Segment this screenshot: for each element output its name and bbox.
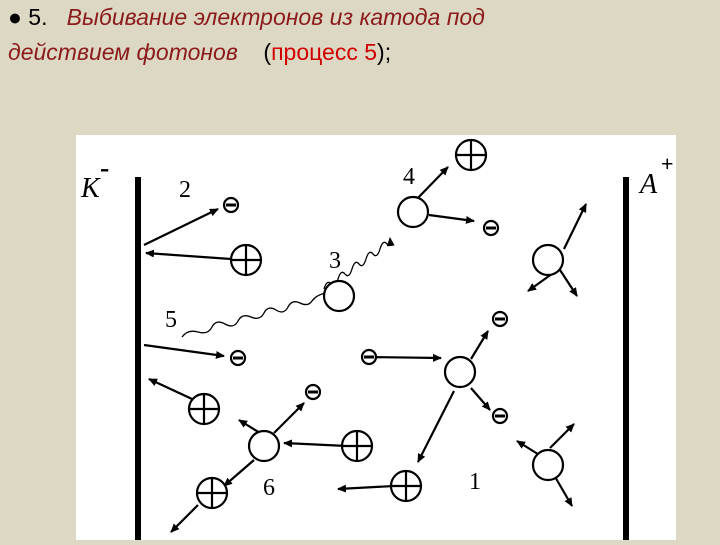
- electron-icon: [229, 349, 247, 367]
- process-word: процесс: [271, 39, 358, 65]
- process-number: 5: [364, 39, 378, 65]
- diagram-panel: K - A + 1 2 3 4 5 6: [76, 135, 676, 540]
- electron-icon: [222, 196, 240, 214]
- label-process-4: 4: [403, 164, 415, 190]
- label-process-1: 1: [469, 469, 481, 495]
- label-process-2: 2: [179, 177, 191, 203]
- label-process-5: 5: [165, 307, 177, 333]
- item-number: 5.: [28, 4, 48, 30]
- neutral-atom: [531, 243, 565, 277]
- electron-icon: [360, 348, 378, 366]
- title-line-1: Выбивание электронов из катода под: [66, 4, 485, 30]
- title-line-2: действием фотонов: [8, 39, 238, 65]
- positive-ion-icon: [187, 392, 221, 426]
- slide-heading: ● 5. Выбивание электронов из катода под …: [8, 0, 720, 70]
- positive-ion-icon: [229, 243, 263, 277]
- heading-line-2: действием фотонов (процесс 5);: [8, 35, 720, 70]
- neutral-atom: [322, 279, 356, 313]
- photon-path-5: [181, 292, 327, 338]
- electron-icon: [304, 383, 322, 401]
- paren-open: (: [263, 39, 272, 65]
- paren-close: );: [377, 39, 392, 65]
- anode-sign: +: [661, 151, 674, 176]
- electron-icon: [491, 407, 509, 425]
- anode-label: A: [638, 169, 658, 200]
- heading-line-1: ● 5. Выбивание электронов из катода под: [8, 0, 720, 35]
- label-process-3: 3: [329, 248, 341, 274]
- cathode-label: K: [80, 173, 101, 204]
- positive-ion-icon: [454, 138, 488, 172]
- electron-icon: [491, 310, 509, 328]
- neutral-atom: [531, 448, 565, 482]
- bullet-icon: ●: [8, 4, 22, 30]
- positive-ion-icon: [340, 429, 374, 463]
- positive-ion-icon: [195, 476, 229, 510]
- cathode-sign: -: [100, 153, 109, 184]
- label-process-6: 6: [263, 475, 275, 501]
- electron-icon: [482, 219, 500, 237]
- positive-ion-icon: [389, 469, 423, 503]
- arrows: [143, 166, 587, 533]
- neutral-atom: [396, 195, 430, 229]
- neutral-atom: [443, 355, 477, 389]
- discharge-diagram: K - A + 1 2 3 4 5 6: [80, 138, 674, 540]
- neutral-atom: [247, 429, 281, 463]
